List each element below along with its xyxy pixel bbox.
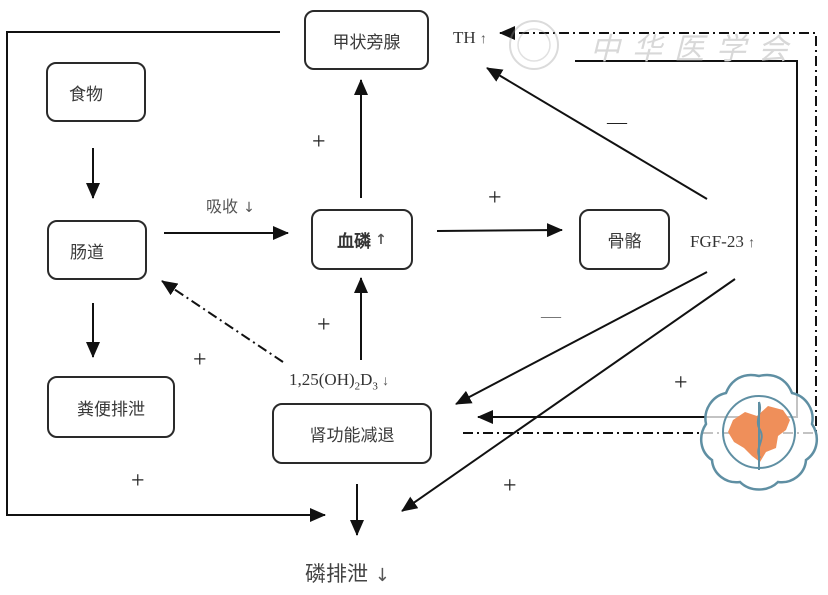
absorption-label: 吸收 ↓ bbox=[206, 193, 255, 217]
parathyroid-label: 甲状旁腺 bbox=[332, 32, 401, 53]
fgf23-to-th-arrow bbox=[486, 67, 708, 200]
feces-label: 粪便排泄 bbox=[77, 399, 145, 420]
th-label: TH ↑ bbox=[453, 28, 487, 48]
excretion-down-indicator: ↓ bbox=[374, 565, 390, 586]
fgf23-to-renal-arrow bbox=[455, 271, 708, 405]
absorption-down-indicator: ↓ bbox=[243, 200, 255, 216]
cma-seal-logo bbox=[699, 373, 819, 491]
parathyroid-node: 甲状旁腺 bbox=[304, 10, 429, 70]
phosphate-excretion-text: 磷排泄 bbox=[305, 562, 368, 586]
th-to-renal-line bbox=[477, 60, 798, 424]
fgf23-up-indicator: ↑ bbox=[748, 236, 756, 251]
blood-to-bone-arrow bbox=[436, 223, 563, 238]
plus-sign-vitd-blood: + bbox=[317, 312, 331, 338]
minus-sign-fgf23-th: — bbox=[607, 111, 627, 133]
renal-decline-node: 肾功能减退 bbox=[272, 403, 432, 464]
vitamin-d-label: 1,25(OH)2D3 ↓ bbox=[289, 370, 389, 392]
vitd-to-intestine-arrow bbox=[161, 280, 284, 363]
phosphate-excretion-label: 磷排泄 ↓ bbox=[305, 558, 390, 588]
watermark-seal-top bbox=[509, 20, 559, 70]
plus-sign-fgf23-excretion: + bbox=[503, 473, 517, 499]
blood-phosphate-label: 血磷 bbox=[337, 232, 372, 252]
feces-node: 粪便排泄 bbox=[47, 376, 175, 438]
plus-sign-blood-parathyroid: + bbox=[312, 129, 326, 155]
th-text: TH bbox=[453, 28, 476, 47]
th-up-indicator: ↑ bbox=[479, 32, 487, 47]
intestine-node: 肠道 bbox=[47, 220, 147, 280]
bone-node: 骨骼 bbox=[579, 209, 670, 270]
fgf23-to-excretion-arrow bbox=[401, 278, 736, 512]
minus-sign-fgf23-renal: — bbox=[541, 305, 561, 327]
blood-phosphate-node: 血磷 ↑ bbox=[311, 209, 413, 270]
vitd-sub2: 3 bbox=[372, 380, 378, 393]
watermark-text: 中华医学会 bbox=[590, 32, 800, 67]
renal-decline-label: 肾功能减退 bbox=[309, 426, 395, 446]
plus-sign-blood-bone: + bbox=[488, 185, 502, 211]
intestine-label: 肠道 bbox=[70, 242, 104, 263]
food-node: 食物 bbox=[46, 62, 146, 122]
absorption-text: 吸收 bbox=[206, 197, 239, 216]
vitd-prefix: 1,25(OH) bbox=[289, 370, 355, 389]
parathyroid-to-excretion-line bbox=[6, 31, 326, 522]
blood-phosphate-up-indicator: ↑ bbox=[375, 231, 387, 248]
plus-sign-left-loop: + bbox=[131, 468, 145, 494]
fgf23-label: FGF-23 ↑ bbox=[690, 232, 755, 252]
fgf23-text: FGF-23 bbox=[690, 232, 744, 251]
bone-label: 骨骼 bbox=[607, 232, 642, 252]
food-label: 食物 bbox=[69, 84, 103, 105]
plus-sign-th-renal: + bbox=[674, 370, 688, 396]
vitd-sub1: 2 bbox=[354, 380, 361, 393]
vitd-mid: D bbox=[360, 370, 373, 389]
plus-sign-vitd-intestine: + bbox=[193, 347, 207, 373]
vitd-down-indicator: ↓ bbox=[382, 374, 390, 389]
